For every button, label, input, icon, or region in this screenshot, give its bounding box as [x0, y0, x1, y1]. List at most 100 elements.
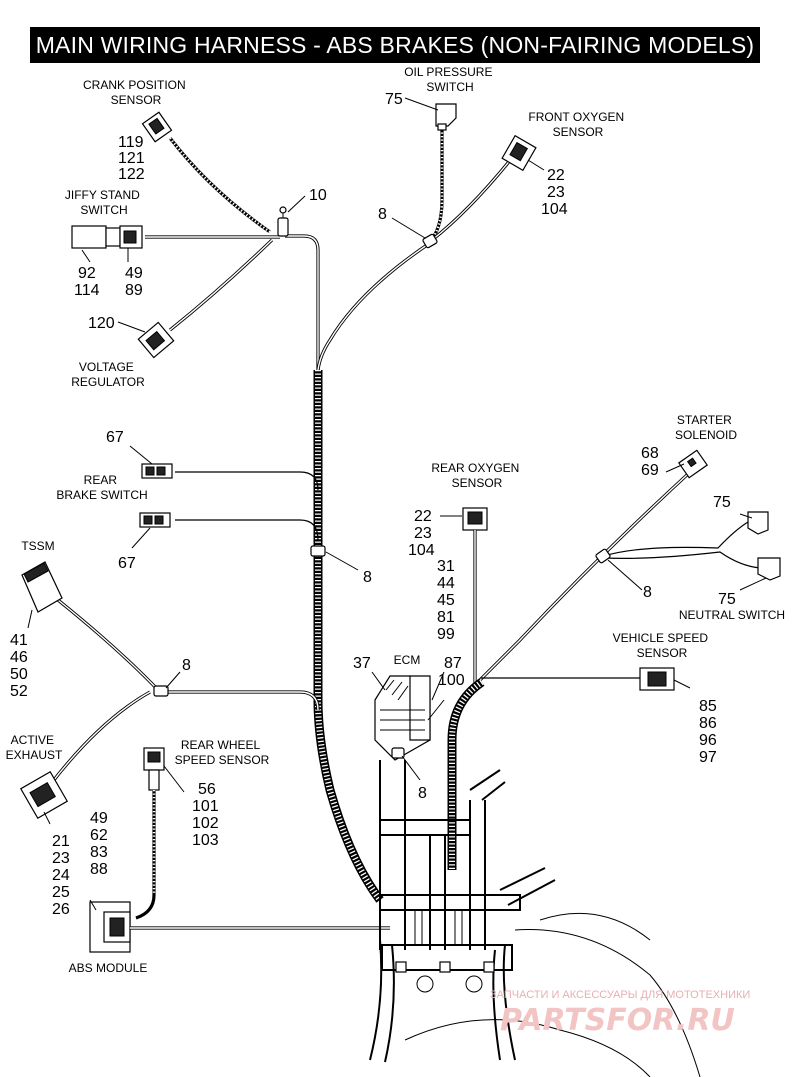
neutral-switch-wires [603, 521, 761, 569]
svg-text:41 46 50 52: 41 46 50 52 [10, 632, 32, 700]
svg-text:67: 67 [106, 429, 124, 446]
callout-tssm-1: 46 [10, 649, 28, 666]
callout-numbers: 119 121 122 75 22 23 104 10 8 92 114 49 … [10, 91, 736, 918]
label-front-oxygen-sensor-line2: SENSOR [553, 125, 604, 139]
crank-position-sensor-connector [141, 111, 173, 143]
callout-tssm-3: 52 [10, 683, 28, 700]
label-rear-brake-switch-line1: REAR [84, 473, 118, 487]
callout-rear-wss-3: 103 [192, 832, 219, 849]
clip-8-ecm [391, 747, 405, 759]
svg-text:68 69: 68 69 [641, 445, 663, 479]
callout-rear-wss-1: 101 [192, 798, 219, 815]
svg-text:49 62 83 88: 49 62 83 88 [90, 810, 112, 878]
clip-10 [277, 206, 289, 237]
callout-oil-0: 75 [385, 91, 403, 108]
svg-text:OIL PRESSURE SWITCH: OIL PRESSURE SWITCH [404, 65, 496, 94]
svg-text:56 101 102 1: 56 101 102 103 [192, 781, 223, 849]
voltage-regulator-connector [137, 321, 175, 359]
label-voltage-regulator-line2: REGULATOR [71, 375, 145, 389]
label-rear-oxygen-sensor-line2: SENSOR [452, 476, 503, 490]
callout-active-exhaust-1: 23 [52, 850, 70, 867]
label-ecm: ECM [394, 653, 421, 667]
neutral-switch-part-bottom [757, 557, 781, 581]
svg-text:22 23 104: 22 23 104 [408, 508, 436, 559]
callout-ecm-list-3: 81 [437, 609, 455, 626]
label-crank-position-sensor-line1: CRANK POSITION [83, 78, 186, 92]
left-branch-to-trunk [160, 690, 320, 711]
callout-tssm-0: 41 [10, 632, 28, 649]
callout-clip-8-top: 8 [378, 206, 387, 223]
svg-text:CRANK POSITION SENSOR: CRANK POSITION SENSOR [83, 78, 189, 107]
main-trunk-conduit [285, 234, 384, 903]
clip-8-left [153, 685, 169, 697]
label-rear-oxygen-sensor-line1: REAR OXYGEN [431, 461, 519, 475]
callout-rear-wss-2: 102 [192, 815, 219, 832]
callout-ecm-37: 37 [353, 655, 371, 672]
starter-solenoid-wire [468, 472, 690, 692]
svg-text:8: 8 [378, 206, 387, 223]
callout-front-o2-0: 22 [547, 167, 565, 184]
svg-text:92 114: 92 114 [74, 265, 100, 299]
label-vehicle-speed-sensor-line2: SENSOR [637, 646, 688, 660]
svg-text:67: 67 [118, 555, 136, 572]
callout-tssm-2: 50 [10, 666, 28, 683]
callout-abs-1: 62 [90, 827, 108, 844]
label-active-exhaust-line1: ACTIVE [11, 733, 54, 747]
svg-text:VEHICLE SPEED SENSOR: VEHICLE SPEED SENSOR [613, 631, 712, 660]
svg-text:37: 37 [353, 655, 371, 672]
callout-front-o2-1: 23 [547, 184, 565, 201]
label-oil-pressure-switch-line2: SWITCH [426, 80, 473, 94]
callout-starter-1: 69 [641, 462, 659, 479]
svg-text:8: 8 [643, 584, 652, 601]
label-vehicle-speed-sensor-line1: VEHICLE SPEED [613, 631, 709, 645]
svg-text:75: 75 [385, 91, 403, 108]
crank-sensor-wire [168, 137, 271, 234]
callout-vss-2: 96 [699, 732, 717, 749]
svg-text:31 44 45 81: 31 44 45 81 99 [437, 558, 459, 643]
abs-module-part [89, 901, 390, 953]
callout-clip-8-mid: 8 [363, 569, 372, 586]
branch-to-trunk [316, 241, 431, 371]
callout-ecm-list-4: 99 [437, 626, 455, 643]
callout-rear-o2-2: 104 [408, 542, 435, 559]
label-oil-pressure-switch-line1: OIL PRESSURE [404, 65, 492, 79]
callout-ecm-list-1: 44 [437, 575, 455, 592]
label-neutral-switch: NEUTRAL SWITCH [679, 608, 785, 622]
svg-text:22 23 104: 22 23 104 [541, 167, 569, 218]
callout-abs-0: 49 [90, 810, 108, 827]
clip-8-right [595, 548, 611, 564]
callout-jiffy-right-1: 89 [125, 282, 143, 299]
callout-clip-8-ecm: 8 [418, 785, 427, 802]
callout-crank-2: 122 [118, 166, 145, 183]
svg-text:ACTIVE EXHAUST: ACTIVE EXHAUST [6, 733, 63, 762]
callout-neutral-bottom: 75 [718, 591, 736, 608]
watermark: ЗАПЧАСТИ И АКСЕССУАРЫ ДЛЯ МОТОТЕХНИКИ PA… [490, 989, 750, 1038]
rear-brake-switch-connector-top [141, 463, 173, 479]
callout-neutral-top: 75 [713, 494, 731, 511]
svg-text:REAR BRAKE SWITCH: REAR BRAKE SWITCH [56, 473, 147, 502]
callout-brake-top: 67 [106, 429, 124, 446]
label-jiffy-stand-switch-line2: SWITCH [80, 203, 127, 217]
callout-ecm-list-0: 31 [437, 558, 455, 575]
label-jiffy-stand-switch-line1: JIFFY STAND [65, 188, 140, 202]
rear-brake-wire-bottom [175, 519, 319, 541]
label-rear-wheel-speed-sensor-line2: SPEED SENSOR [175, 753, 270, 767]
front-oxygen-sensor-connector [501, 134, 537, 172]
label-active-exhaust-line2: EXHAUST [6, 748, 63, 762]
svg-text:8: 8 [418, 785, 427, 802]
label-rear-brake-switch-line2: BRAKE SWITCH [56, 488, 147, 502]
callout-rear-o2-1: 23 [414, 525, 432, 542]
svg-text:TSSM: TSSM [21, 539, 54, 553]
label-abs-module: ABS MODULE [69, 961, 148, 975]
callout-vss-0: 85 [699, 698, 717, 715]
callout-active-exhaust-2: 24 [52, 867, 70, 884]
svg-text:FRONT OXYGEN SENSOR: FRONT OXYGEN SENSOR [528, 110, 627, 139]
callout-clip-8-left: 8 [182, 657, 191, 674]
svg-text:119 121 122: 119 121 122 [118, 134, 149, 183]
callout-jiffy-left-1: 114 [74, 282, 100, 299]
rear-wheel-speed-sensor-part [135, 747, 165, 920]
callout-crank-0: 119 [118, 134, 144, 151]
svg-text:8: 8 [182, 657, 191, 674]
voltage-regulator-wire [169, 238, 274, 332]
